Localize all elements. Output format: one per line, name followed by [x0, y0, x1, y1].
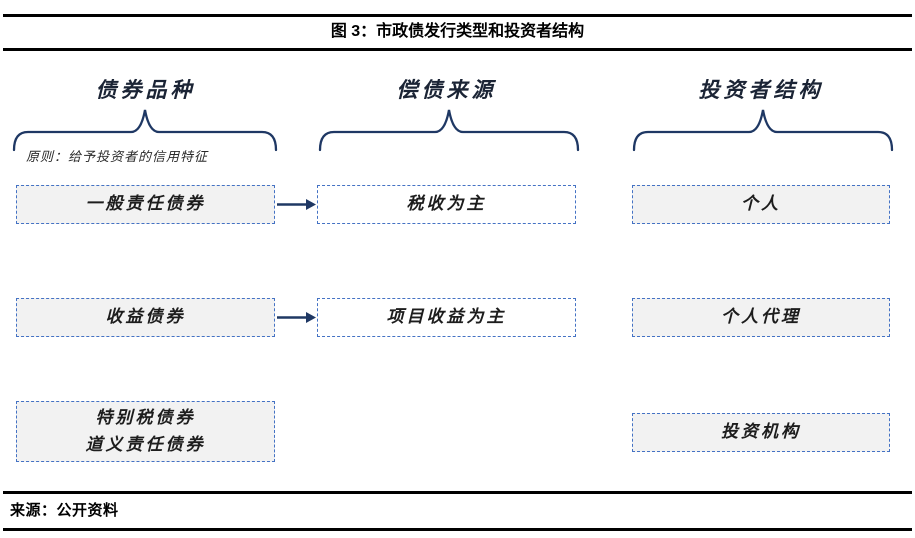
arrow-general-obligation-to-tax: [277, 199, 316, 210]
box-label: 个人代理: [721, 307, 801, 328]
top-rule-inner: [3, 48, 912, 51]
figure-title: 图 3：市政债发行类型和投资者结构: [330, 23, 585, 40]
box-label: 一般责任债券: [85, 194, 206, 215]
box-label: 项目收益为主: [386, 307, 507, 328]
box-special-tax-and-moral-obligation-bond: 特别税债券 道义责任债券: [16, 401, 275, 462]
bottom-rule-outer: [3, 528, 912, 531]
box-label-line1: 特别税债券: [95, 408, 196, 429]
brace-repayment-source: [318, 109, 580, 152]
box-tax-revenue-source: 税收为主: [317, 185, 576, 224]
box-general-obligation-bond: 一般责任债券: [16, 185, 275, 224]
brace-bond-types: [12, 109, 278, 152]
source-note: 来源：公开资料: [10, 502, 119, 519]
column-header-investor-structure: 投资者结构: [698, 77, 824, 102]
column-header-bond-types: 债券品种: [95, 77, 196, 102]
top-rule-outer: [3, 14, 912, 17]
box-label: 税收为主: [406, 194, 487, 215]
box-label: 个人: [741, 194, 781, 215]
box-individual-investor: 个人: [632, 185, 890, 224]
principle-note: 原则：给予投资者的信用特征: [26, 150, 209, 165]
brace-investor-structure: [632, 109, 894, 152]
box-individual-agent: 个人代理: [632, 298, 890, 337]
box-label-line2: 道义责任债券: [85, 434, 206, 455]
box-project-revenue-source: 项目收益为主: [317, 298, 576, 337]
column-header-repayment-source: 偿债来源: [396, 77, 497, 102]
box-label: 投资机构: [721, 422, 801, 443]
box-revenue-bond: 收益债券: [16, 298, 275, 337]
box-label: 收益债券: [105, 307, 186, 328]
box-investment-institution: 投资机构: [632, 413, 890, 452]
bottom-rule-inner: [3, 491, 912, 494]
arrow-revenue-bond-to-project-revenue: [277, 312, 316, 323]
